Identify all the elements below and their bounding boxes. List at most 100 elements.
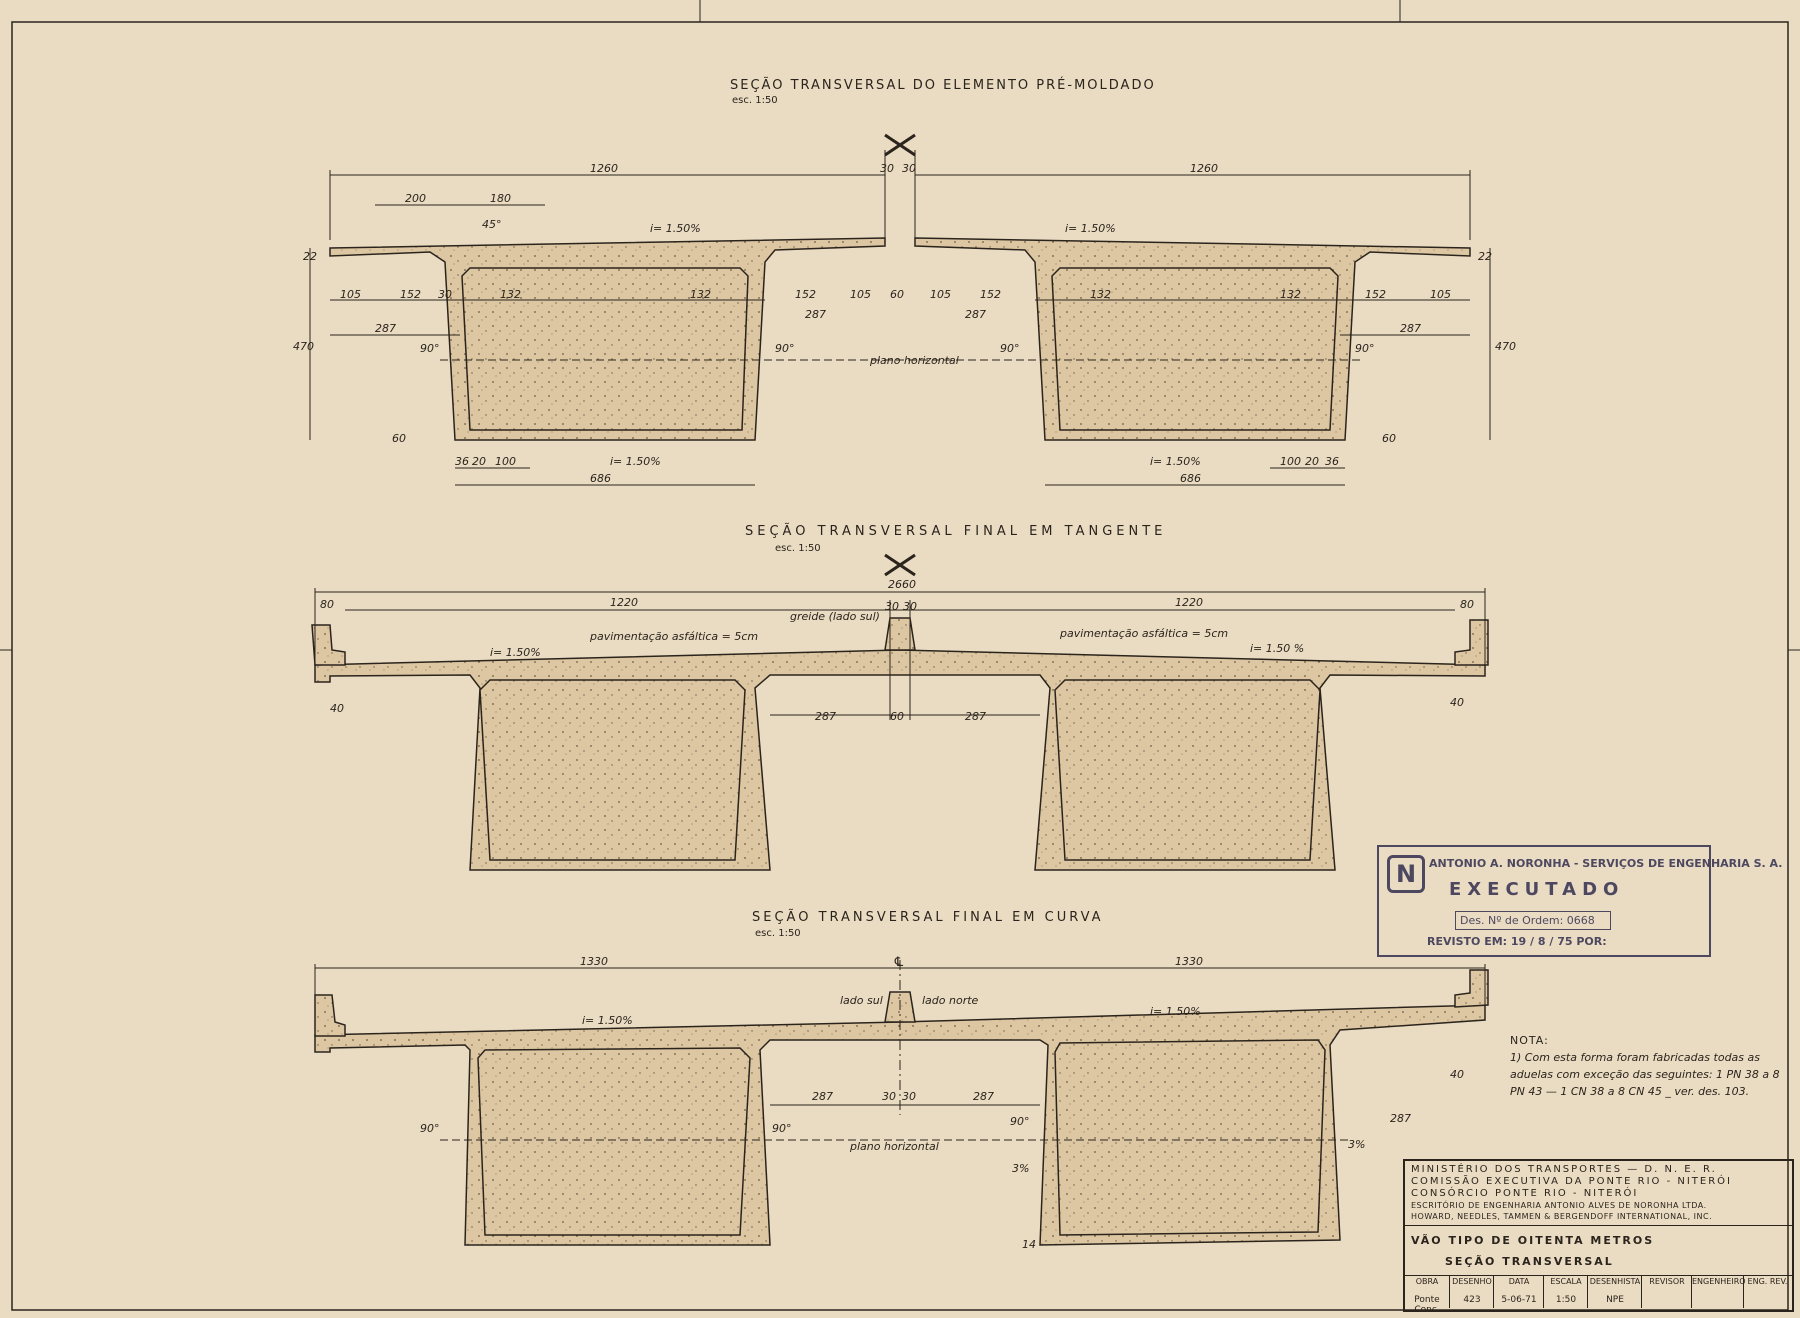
s1-angle-90-c: 90°: [1000, 342, 1020, 355]
s3-dim-1330-left: 1330: [580, 955, 608, 968]
s2-slope-left: i= 1.50%: [490, 646, 541, 659]
s3-dim-40: 40: [1450, 1068, 1464, 1081]
s2-dim-1220-right: 1220: [1175, 596, 1203, 609]
s2-dim-2660: 2660: [888, 578, 916, 591]
s1-dim-132-d: 132: [1280, 288, 1301, 301]
section-3-title: SEÇÃO TRANSVERSAL FINAL EM CURVA: [752, 910, 1104, 925]
s2-dim-40-left: 40: [330, 702, 344, 715]
stamp-logo: N: [1387, 855, 1425, 893]
s1-dim-470-right: 470: [1495, 340, 1516, 353]
s1-dim-30-left: 30: [880, 162, 894, 175]
s1-dim-152-a: 152: [400, 288, 421, 301]
section-1-centerline-mark: [884, 133, 916, 157]
s2-greide: greide (lado sul): [790, 610, 880, 623]
s1-dim-60: 60: [890, 288, 904, 301]
s1-dim-132-b: 132: [690, 288, 711, 301]
s3-dim-1330-right: 1330: [1175, 955, 1203, 968]
s1-slope-bottom-left: i= 1.50%: [610, 455, 661, 468]
sheet-border: [11, 21, 1789, 1311]
s1-dim-200: 200: [405, 192, 426, 205]
s1-dim-30-a: 30: [438, 288, 452, 301]
section-2-deck: [314, 649, 1486, 871]
s3-slope-left: i= 1.50%: [582, 1014, 633, 1027]
s1-dim-36-right: 36: [1325, 455, 1339, 468]
tb-field-eng-rev: ENG. REV.: [1743, 1275, 1791, 1308]
s1-dim-152-b: 152: [795, 288, 816, 301]
s1-dim-180: 180: [490, 192, 511, 205]
s1-dim-132-a: 132: [500, 288, 521, 301]
section-3-drawing: 1330 1330 ℄ lado sul lado norte i= 1.50%…: [314, 955, 1489, 1251]
s3-lado-sul: lado sul: [840, 994, 883, 1007]
s1-dim-1260-left: 1260: [590, 162, 618, 175]
s3-angle-90-c: 90°: [1010, 1115, 1030, 1128]
section-2-scale: esc. 1:50: [775, 543, 821, 554]
tb-field-engenheiro: ENGENHEIRO: [1691, 1275, 1746, 1308]
stamp-company: ANTONIO A. NORONHA - SERVIÇOS DE ENGENHA…: [1429, 857, 1783, 870]
section-3-left-parapet: [314, 994, 346, 1037]
s1-dim-105-c: 105: [930, 288, 951, 301]
s1-dim-105-d: 105: [1430, 288, 1451, 301]
s3-centerline-symbol: ℄: [893, 955, 905, 970]
tb-commission: COMISSÃO EXECUTIVA DA PONTE RIO - NITERÓ…: [1411, 1176, 1732, 1187]
s2-dim-287-left: 287: [815, 710, 836, 723]
s3-plano-horizontal: plano horizontal: [849, 1140, 939, 1153]
s2-pavement-right: pavimentação asfáltica = 5cm: [1059, 627, 1228, 640]
s2-dim-80-right: 80: [1460, 598, 1474, 611]
border-ticks: [0, 0, 1800, 651]
s3-dim-14: 14: [1022, 1238, 1036, 1251]
section-3-right-parapet: [1454, 969, 1489, 1008]
s3-dim-30-right: 30: [902, 1090, 916, 1103]
s1-dim-132-c: 132: [1090, 288, 1111, 301]
s1-dim-22-right: 22: [1478, 250, 1492, 263]
section-1-scale: esc. 1:50: [732, 95, 778, 106]
s2-dim-1220-left: 1220: [610, 596, 638, 609]
stamp-status: EXECUTADO: [1449, 879, 1625, 900]
s2-dim-60: 60: [890, 710, 904, 723]
s1-plano-horizontal: plano horizontal: [869, 354, 959, 367]
section-2-centerline-mark: [884, 553, 916, 577]
tb-field-revisor: REVISOR: [1641, 1275, 1692, 1308]
tb-subject-1: VÃO TIPO DE OITENTA METROS: [1411, 1234, 1655, 1247]
s3-angle-90-b: 90°: [772, 1122, 792, 1135]
s1-angle-90-d: 90°: [1355, 342, 1375, 355]
tb-office: ESCRITÓRIO DE ENGENHARIA ANTONIO ALVES D…: [1411, 1201, 1707, 1210]
section-2-median-barrier: [884, 617, 916, 651]
s3-dim-30-left: 30: [882, 1090, 896, 1103]
note-text: 1) Com esta forma foram fabricadas todas…: [1510, 1051, 1780, 1098]
s1-dim-20-left: 20: [472, 455, 486, 468]
tb-subject-2: SEÇÃO TRANSVERSAL: [1445, 1255, 1614, 1268]
s2-dim-30-right: 30: [903, 600, 917, 613]
section-1-drawing: 1260 1260 30 30 200 180 45° i= 1.50% i= …: [293, 133, 1516, 486]
tb-consortium: CONSÓRCIO PONTE RIO - NITERÓI: [1411, 1188, 1639, 1199]
s1-dim-686-right: 686: [1180, 472, 1201, 485]
s1-dim-686-left: 686: [590, 472, 611, 485]
s1-angle-45: 45°: [482, 218, 502, 231]
section-2-right-parapet: [1454, 619, 1489, 666]
stamp-order-number: Des. Nº de Ordem: 0668: [1455, 911, 1611, 930]
section-2-left-parapet: [311, 624, 346, 666]
note-heading: NOTA:: [1510, 1034, 1549, 1047]
section-3-scale: esc. 1:50: [755, 928, 801, 939]
s1-dim-152-c: 152: [980, 288, 1001, 301]
title-block: MINISTÉRIO DOS TRANSPORTES — D. N. E. R.…: [1403, 1159, 1794, 1315]
s1-dim-105-b: 105: [850, 288, 871, 301]
s1-angle-90-a: 90°: [420, 342, 440, 355]
s1-dim-470-left: 470: [293, 340, 314, 353]
section-1-left-girder: [329, 237, 886, 441]
s3-lado-norte: lado norte: [922, 994, 979, 1007]
section-2-drawing: 2660 80 80 1220 1220 30 30 greide (lado …: [311, 553, 1489, 871]
s2-dim-40-right: 40: [1450, 696, 1464, 709]
s1-dim-60-bottom-right: 60: [1382, 432, 1396, 445]
drawing-note: NOTA: 1) Com esta forma foram fabricadas…: [1510, 1032, 1790, 1100]
s2-dim-80-left: 80: [320, 598, 334, 611]
s1-dim-60-bottom-left: 60: [392, 432, 406, 445]
s1-dim-100-left: 100: [495, 455, 516, 468]
s3-angle-90-a: 90°: [420, 1122, 440, 1135]
section-2-title: SEÇÃO TRANSVERSAL FINAL EM TANGENTE: [745, 524, 1167, 539]
s1-slope-bottom-right: i= 1.50%: [1150, 455, 1201, 468]
s1-dim-287-c: 287: [375, 322, 396, 335]
